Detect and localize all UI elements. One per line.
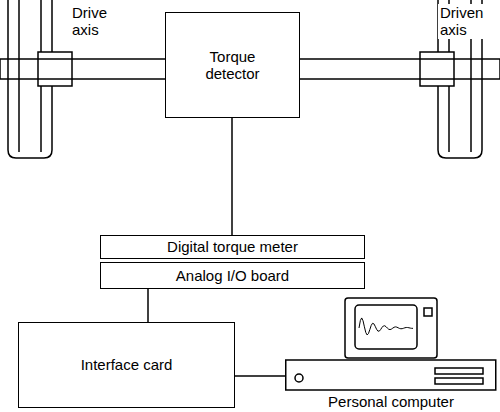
drive-hub	[38, 52, 72, 86]
interface-card-box: Interface card	[18, 322, 235, 408]
pulley-groove	[18, 0, 20, 152]
node-label: Personal computer	[285, 393, 497, 410]
driven-shaft	[299, 59, 500, 79]
axis-label: Driven axis	[438, 4, 500, 39]
drive-shaft	[0, 59, 166, 79]
torque-detector-box: Torque detector	[165, 12, 300, 118]
computer-illustration	[285, 296, 497, 392]
computer-base	[286, 360, 496, 390]
node-label: Digital torque meter	[167, 238, 298, 255]
node-label: Torque detector	[193, 48, 273, 83]
axis-label: Drive axis	[70, 4, 124, 39]
waveform	[359, 318, 413, 335]
driven-hub	[420, 52, 454, 86]
power-button	[295, 374, 303, 382]
signal-line	[231, 118, 233, 235]
meter-box: Digital torque meter	[100, 235, 365, 259]
node-label: Analog I/O board	[176, 267, 289, 284]
signal-line	[147, 289, 149, 322]
signal-line	[235, 375, 285, 377]
personal-computer: Personal computer	[285, 296, 497, 410]
io-board-box: Analog I/O board	[100, 262, 365, 289]
node-label: Interface card	[81, 356, 173, 373]
screen	[355, 305, 417, 349]
monitor	[345, 298, 437, 358]
drive-slot	[435, 368, 483, 374]
monitor-button	[424, 308, 432, 316]
drive-slot	[435, 378, 483, 384]
